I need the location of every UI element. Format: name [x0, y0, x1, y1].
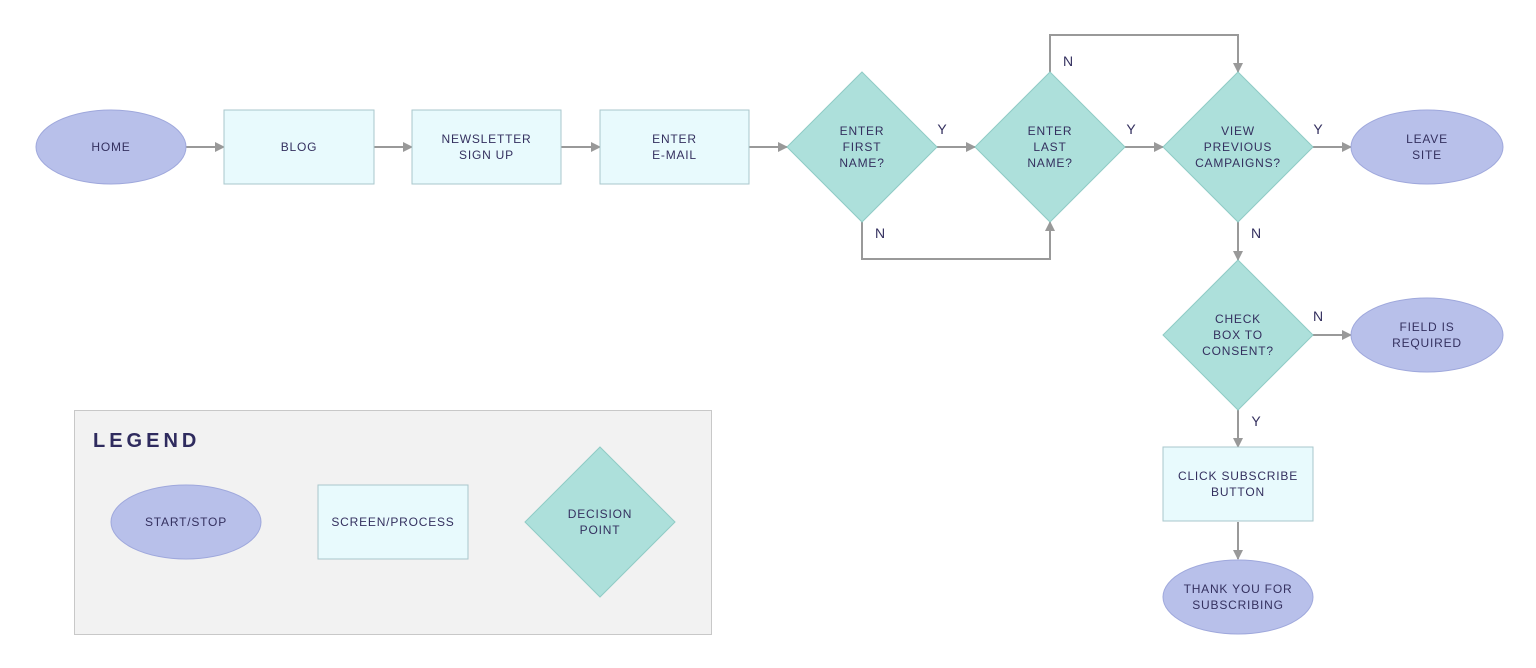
legend-title: LEGEND	[93, 430, 201, 452]
edge-firstname-lastname-no	[861, 221, 1055, 260]
node-newsletter	[411, 109, 562, 185]
node-leave-site	[1350, 109, 1504, 185]
legend-screen-process	[317, 484, 469, 560]
label-consent-yes: Y	[1251, 413, 1261, 429]
label-first-no: N	[875, 225, 885, 241]
node-enter-first-name	[786, 71, 938, 223]
node-view-campaigns	[1162, 71, 1314, 223]
label-consent-no: N	[1313, 308, 1323, 324]
legend-start-stop-label: START/STOP	[145, 515, 227, 529]
node-field-required	[1350, 297, 1504, 373]
legend-screen-process-label: SCREEN/PROCESS	[331, 515, 454, 529]
node-home	[35, 109, 187, 185]
label-view-no: N	[1251, 225, 1261, 241]
node-blog	[223, 109, 375, 185]
label-view-yes: Y	[1313, 121, 1323, 137]
edge-lastname-view-no	[1049, 34, 1243, 73]
node-thank-you	[1162, 559, 1314, 635]
node-click-subscribe	[1162, 446, 1314, 522]
label-first-yes: Y	[937, 121, 947, 137]
node-home-label: HOME	[91, 140, 130, 154]
legend-decision-point	[524, 446, 676, 598]
node-enter-last-name	[974, 71, 1126, 223]
label-last-no: N	[1063, 53, 1073, 69]
node-enter-email	[599, 109, 750, 185]
label-last-yes: Y	[1126, 121, 1136, 137]
node-consent	[1162, 259, 1314, 411]
legend-start-stop	[110, 484, 262, 560]
node-blog-label: BLOG	[281, 140, 318, 154]
